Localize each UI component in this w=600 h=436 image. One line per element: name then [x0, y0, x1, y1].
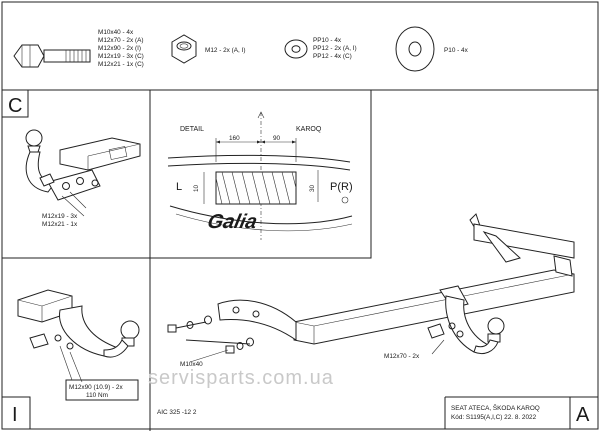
bolt-spec-5: M12x21 - 1x (C) — [98, 61, 144, 68]
bolt-spec-1: M10x40 - 4x — [98, 29, 134, 36]
detail-dimensions — [215, 138, 297, 162]
detail-title: DETAIL — [180, 126, 204, 133]
hardware-washer — [284, 39, 308, 59]
main-hitch-body — [427, 285, 505, 355]
hardware-bolt — [13, 44, 91, 68]
variant-i-badge — [1, 396, 31, 430]
dimension-160: 160 — [229, 135, 240, 142]
panel-i-hitch-drawing — [17, 289, 140, 383]
watermark: servisparts.com.ua — [148, 367, 334, 389]
hardware-large-washer — [395, 26, 435, 72]
hardware-nut — [171, 34, 197, 64]
crossbar-assembly — [217, 213, 575, 345]
panel-c-hitch-drawing — [25, 129, 141, 217]
dimension-10: 10 — [193, 184, 200, 192]
center-arrow — [257, 111, 265, 119]
bolt-spec-3: M12x90 - 2x (I) — [98, 45, 141, 52]
product-code: Kód: S1195(A,I,C) 22. 8. 2022 — [451, 414, 537, 421]
label-l: L — [176, 181, 182, 193]
drawing-number: AIC 325 -12 2 — [157, 409, 197, 416]
label-pr: P(R) — [330, 181, 353, 193]
washer-spec-2: PP12 - 2x (A, I) — [313, 45, 357, 52]
bolt-set-m10 — [167, 315, 254, 363]
main-bolt-label: M10x40 — [180, 361, 203, 368]
main-bolt-right-label: M12x70 - 2x — [384, 353, 420, 360]
panel-c-spec-2: M12x21 - 1x — [42, 221, 78, 228]
panel-i-spec-2: 110 Nm — [86, 392, 108, 399]
cutout-area — [215, 171, 297, 205]
galia-logo: Galia — [205, 196, 349, 233]
detail-box — [149, 89, 372, 259]
bolt-spec-4: M12x19 - 3x (C) — [98, 53, 144, 60]
detail-model: KAROQ — [296, 126, 322, 133]
washer-spec-3: PP12 - 4x (C) — [313, 53, 352, 60]
panel-i-spec-1: M12x90 (10.9) - 2x — [69, 384, 123, 391]
panel-c-spec-1: M12x19 - 3x — [42, 213, 78, 220]
variant-i-letter: I — [12, 404, 18, 426]
nut-spec: M12 - 2x (A, I) — [205, 47, 245, 54]
washer-spec-1: PP10 - 4x — [313, 37, 342, 44]
panel-i-spec-box — [65, 379, 139, 401]
bolt-spec-2: M12x70 - 2x (A) — [98, 37, 143, 44]
large-washer-spec: P10 - 4x — [444, 47, 469, 54]
bumper-contour — [167, 154, 353, 232]
model-name: SEAT ATECA, ŠKODA KAROQ — [451, 403, 540, 412]
logo-text: Galia — [205, 211, 259, 233]
dimension-90: 90 — [273, 135, 281, 142]
variant-c-letter: C — [8, 95, 22, 117]
m12-leader-line — [431, 339, 445, 355]
dimension-30: 30 — [309, 184, 316, 192]
variant-c-badge — [1, 89, 29, 118]
variant-a-letter: A — [576, 404, 590, 426]
